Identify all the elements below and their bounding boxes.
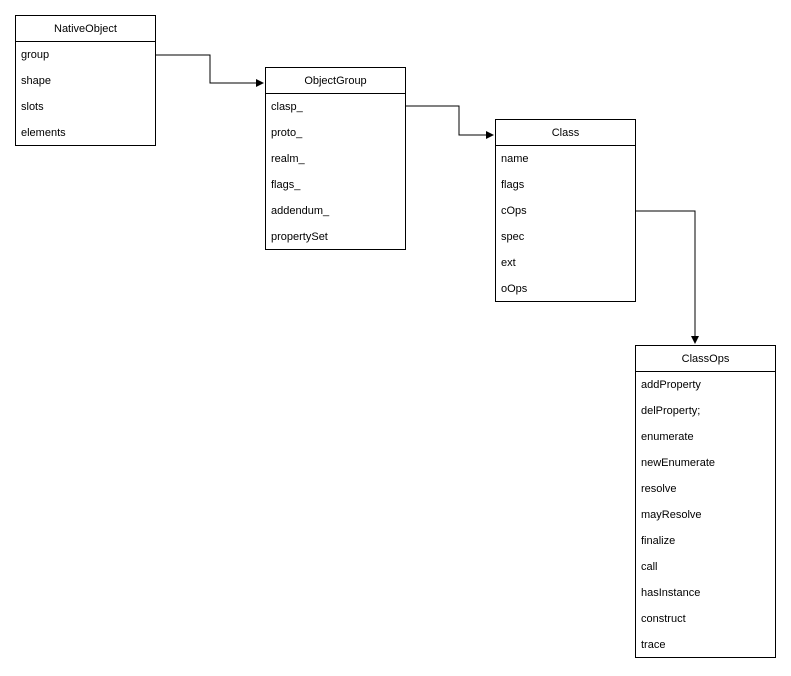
- class-title: Class: [496, 120, 635, 146]
- objectgroup-box[interactable]: ObjectGroup clasp_ proto_ realm_ flags_ …: [265, 67, 406, 250]
- field-call: call: [641, 561, 658, 573]
- field-delproperty: delProperty;: [641, 405, 701, 417]
- field-ext: ext: [501, 257, 516, 269]
- field-addproperty: addProperty: [641, 379, 701, 391]
- field-clasp: clasp_: [271, 101, 303, 113]
- objectgroup-title: ObjectGroup: [266, 68, 405, 94]
- classops-title: ClassOps: [636, 346, 775, 372]
- field-resolve: resolve: [641, 483, 677, 495]
- field-name: name: [501, 153, 529, 165]
- field-mayresolve: mayResolve: [641, 509, 702, 521]
- field-construct: construct: [641, 613, 686, 625]
- field-cops: cOps: [501, 205, 527, 217]
- field-newenumerate: newEnumerate: [641, 457, 715, 469]
- field-shape: shape: [21, 75, 51, 87]
- field-flags: flags_: [271, 179, 301, 191]
- field-finalize: finalize: [641, 535, 676, 547]
- field-realm: realm_: [271, 153, 305, 165]
- field-proto: proto_: [271, 127, 303, 139]
- field-oops: oOps: [501, 283, 528, 295]
- field-enumerate: enumerate: [641, 431, 694, 443]
- field-flags: flags: [501, 179, 525, 191]
- connector-cops-to-classops: [636, 210, 699, 344]
- connector-clasp-to-class: [406, 105, 494, 139]
- field-hasinstance: hasInstance: [641, 587, 701, 599]
- field-propertyset: propertySet: [271, 231, 328, 243]
- nativeobject-title: NativeObject: [16, 16, 155, 42]
- field-elements: elements: [21, 127, 66, 139]
- classops-box[interactable]: ClassOps addProperty delProperty; enumer…: [635, 345, 776, 658]
- connector-group-to-objectgroup: [156, 54, 264, 87]
- field-spec: spec: [501, 231, 525, 243]
- field-addendum: addendum_: [271, 205, 330, 217]
- nativeobject-box[interactable]: NativeObject group shape slots elements: [15, 15, 156, 146]
- class-box[interactable]: Class name flags cOps spec ext oOps: [495, 119, 636, 302]
- field-trace: trace: [641, 639, 666, 651]
- field-slots: slots: [21, 101, 44, 113]
- field-group: group: [21, 49, 50, 61]
